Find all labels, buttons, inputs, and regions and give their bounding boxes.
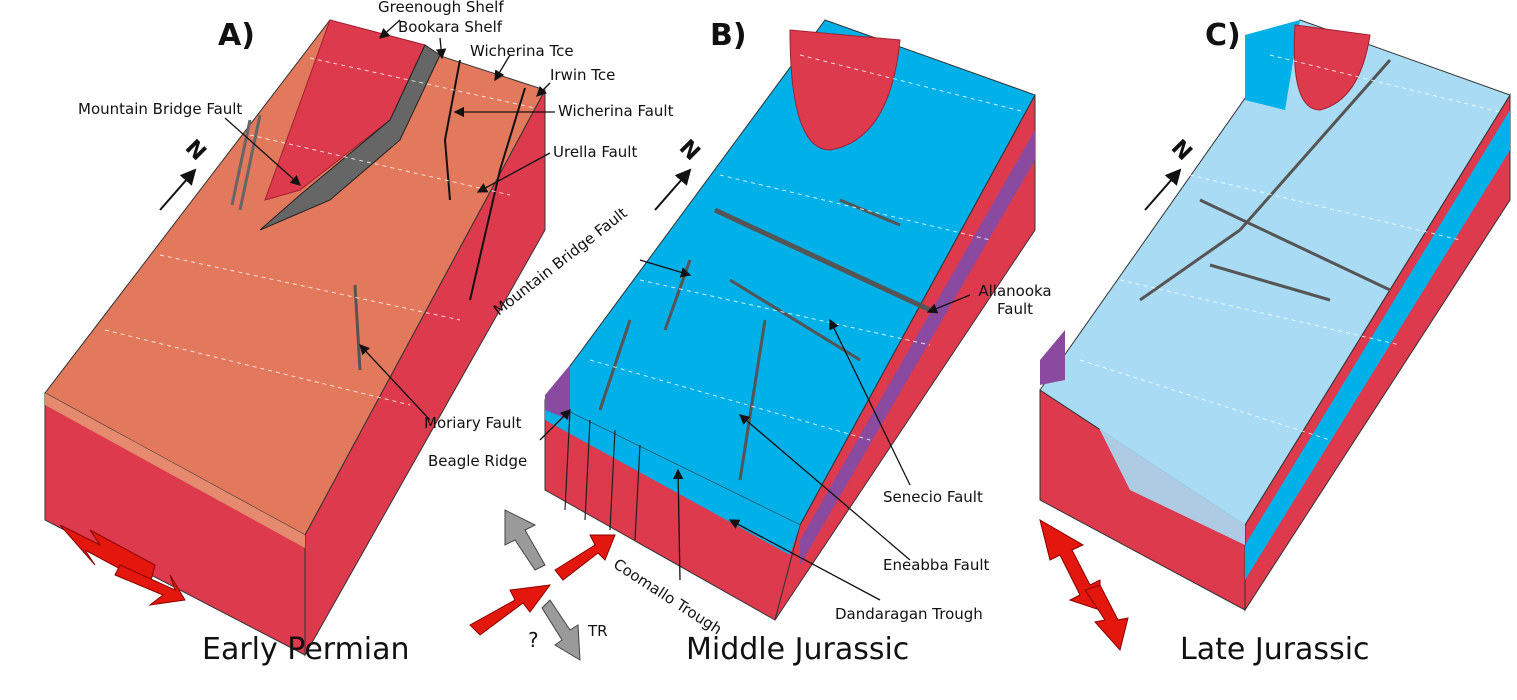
label-eneabba-fault: Eneabba Fault bbox=[883, 556, 990, 574]
block-b bbox=[469, 19, 1036, 661]
greenough-shelf-region bbox=[264, 19, 426, 201]
label-mountain-bridge-fault-a: Mountain Bridge Fault bbox=[78, 100, 243, 118]
era-early-permian: Early Permian bbox=[202, 632, 410, 667]
label-moriary-fault: Moriary Fault bbox=[424, 414, 522, 432]
block-a bbox=[44, 19, 546, 657]
extension-arrow-b bbox=[469, 584, 552, 636]
label-allanooka-fault: Allanooka Fault bbox=[978, 282, 1052, 318]
panel-b-label: B) bbox=[710, 18, 747, 53]
label-irwin-tce: Irwin Tce bbox=[550, 66, 616, 84]
era-middle-jurassic: Middle Jurassic bbox=[686, 632, 910, 667]
bookara-fault-zone bbox=[259, 44, 441, 231]
label-greenough-shelf: Greenough Shelf bbox=[378, 0, 504, 16]
label-question: ? bbox=[528, 628, 539, 652]
label-wicherina-tce: Wicherina Tce bbox=[470, 42, 574, 60]
label-bookara-shelf: Bookara Shelf bbox=[398, 18, 503, 36]
block-a-front-band bbox=[45, 393, 305, 548]
era-late-jurassic: Late Jurassic bbox=[1180, 632, 1370, 667]
label-wicherina-fault: Wicherina Fault bbox=[558, 102, 674, 120]
label-urella-fault: Urella Fault bbox=[553, 143, 638, 161]
label-dandaragan-trough: Dandaragan Trough bbox=[835, 605, 983, 623]
panel-c-label: C) bbox=[1205, 18, 1241, 53]
block-c bbox=[1039, 19, 1511, 652]
label-beagle-ridge: Beagle Ridge bbox=[428, 452, 528, 470]
label-tr: TR bbox=[588, 622, 608, 640]
panel-a-label: A) bbox=[218, 18, 255, 53]
label-senecio-fault: Senecio Fault bbox=[883, 488, 983, 506]
